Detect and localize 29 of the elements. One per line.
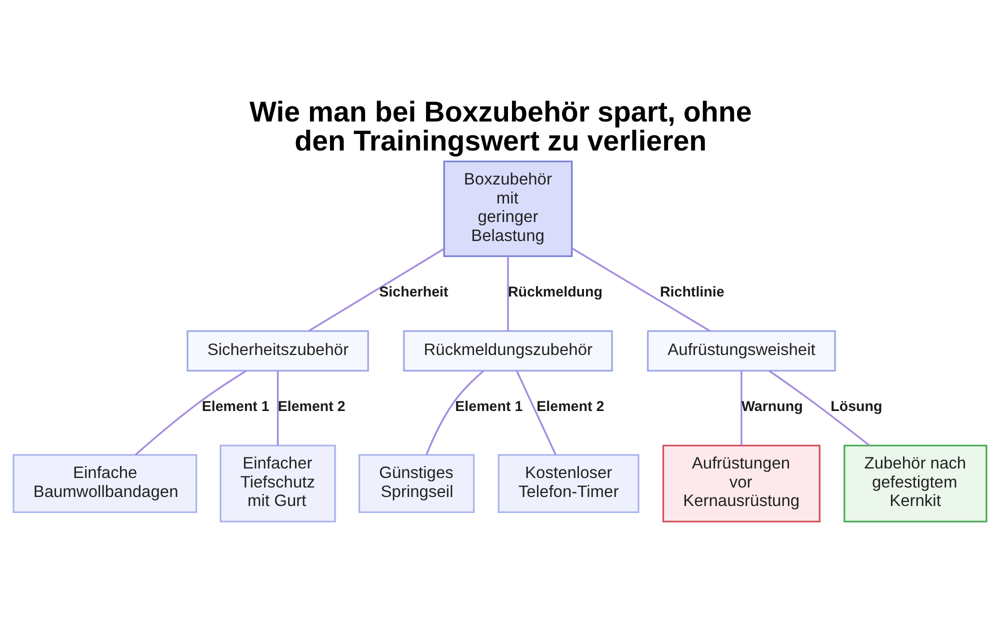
edge-label: Warnung: [741, 398, 803, 415]
connector: [426, 370, 484, 456]
edge-label: Element 1: [202, 398, 270, 415]
node-box: Boxzubehör mit geringer Belastung: [443, 160, 573, 258]
edge-label: Lösung: [830, 398, 882, 415]
node-box: Aufrüstungsweisheit: [647, 330, 836, 372]
connector: [740, 370, 742, 446]
diagram-title: Wie man bei Boxzubehör spart, ohne den Trainingswert zu verlieren: [249, 96, 752, 158]
node-box: Günstiges Springseil: [358, 454, 475, 514]
edge-label: Element 2: [278, 398, 346, 415]
node-box: Zubehör nach gefestigtem Kernkit: [844, 444, 988, 522]
connector: [276, 370, 279, 446]
connector: [768, 370, 870, 446]
node-box: Rückmeldungszubehör: [403, 330, 613, 372]
edge-label: Sicherheit: [379, 284, 448, 300]
edge-label: Richtlinie: [660, 284, 724, 300]
connector: [516, 370, 557, 456]
node-box: Einfache Baumwollbandagen: [12, 454, 198, 514]
node-box: Aufrüstungen vor Kernausrüstung: [662, 444, 820, 522]
connector: [308, 248, 444, 332]
edge-label: Rückmeldung: [508, 284, 603, 300]
connector: [572, 248, 710, 332]
edge-label: Element 1: [455, 398, 523, 415]
connector: [507, 256, 509, 331]
node-box: Sicherheitszubehör: [186, 330, 369, 372]
node-box: Einfacher Tiefschutz mit Gurt: [220, 444, 336, 522]
connector: [134, 370, 247, 456]
node-box: Kostenloser Telefon-Timer: [498, 454, 640, 514]
edge-label: Element 2: [536, 398, 604, 415]
